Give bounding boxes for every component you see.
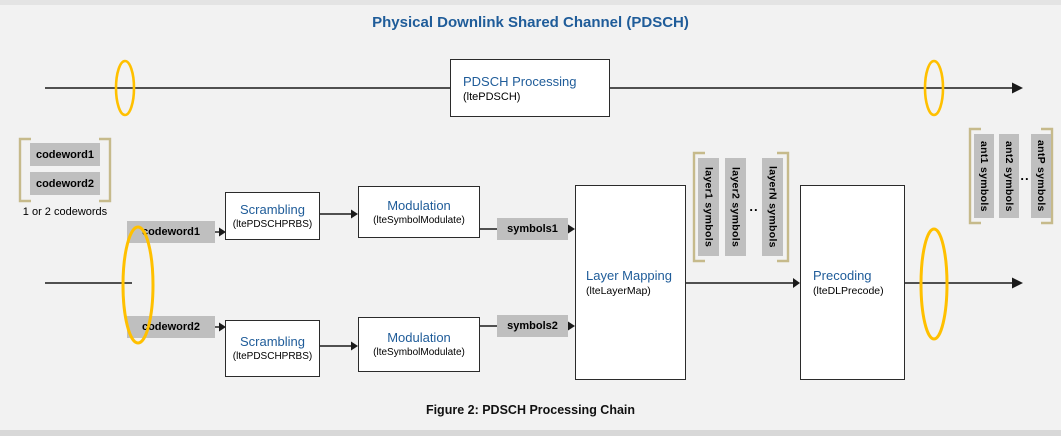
pdsch-processing-box: PDSCH Processing (ltePDSCH) — [450, 59, 610, 117]
precoding-label: Precoding — [813, 268, 872, 283]
layer-mapping-function: (lteLayerMap) — [586, 285, 651, 297]
modulation-1-function: (lteSymbolModulate) — [373, 214, 465, 226]
scrambling-1-label: Scrambling — [239, 201, 306, 217]
modulation-box-1: Modulation (lteSymbolModulate) — [358, 186, 480, 238]
modulation-1-label: Modulation — [387, 197, 451, 213]
codeword2-label: codeword2 — [127, 316, 215, 338]
page-title: Physical Downlink Shared Channel (PDSCH) — [372, 14, 689, 31]
highlight-ellipse-top-output — [923, 59, 945, 117]
layer-symbols-ellipsis: .. — [749, 199, 759, 214]
scrambling-2-function: (ltePDSCHPRBS) — [232, 351, 313, 362]
precoding-function: (lteDLPrecode) — [813, 285, 884, 297]
highlight-ellipse-top-input — [114, 59, 136, 117]
pdsch-processing-function: (ltePDSCH) — [463, 90, 521, 103]
arrowhead-top-output — [1012, 82, 1023, 94]
ant1-symbols-box: ant1 symbols — [974, 134, 994, 218]
layer-mapping-label: Layer Mapping — [586, 268, 672, 283]
codeword-group-bracket-right — [99, 137, 112, 203]
layer2-symbols-box: layer2 symbols — [725, 158, 746, 256]
layer1-symbols-box: layer1 symbols — [698, 158, 719, 256]
layerN-symbols-box: layerN symbols — [762, 158, 783, 256]
figure-caption: Figure 2: PDSCH Processing Chain — [425, 403, 636, 417]
modulation-box-2: Modulation (lteSymbolModulate) — [358, 317, 480, 372]
symbols1-label: symbols1 — [497, 218, 568, 240]
scrambling-2-label: Scrambling — [239, 334, 306, 349]
modulation-2-function: (lteSymbolModulate) — [373, 347, 465, 358]
modulation-2-label: Modulation — [387, 330, 451, 345]
codeword-legend-item-2: codeword2 — [30, 172, 100, 195]
arrowhead-layermapping-precoding — [793, 278, 800, 288]
arrowhead-symbols2-layermapping — [568, 321, 575, 331]
arrowhead-symbols1-layermapping — [568, 224, 575, 234]
antenna-symbols-ellipsis: .. — [1020, 168, 1030, 183]
arrowhead-main-output — [1012, 277, 1023, 289]
codeword-count-note: 1 or 2 codewords — [22, 206, 108, 218]
scrambling-box-2: Scrambling (ltePDSCHPRBS) — [225, 320, 320, 377]
arrowhead-scrambling1-modulation1 — [351, 209, 358, 219]
scrambling-box-1: Scrambling (ltePDSCHPRBS) — [225, 192, 320, 240]
symbols2-label: symbols2 — [497, 315, 568, 337]
precoding-box: Precoding (lteDLPrecode) — [800, 185, 905, 380]
antP-symbols-box: antP symbols — [1031, 134, 1051, 218]
codeword-legend-item-1: codeword1 — [30, 143, 100, 166]
scrambling-1-function: (ltePDSCHPRBS) — [232, 218, 313, 230]
highlight-ellipse-main-output — [919, 227, 949, 341]
ant2-symbols-box: ant2 symbols — [999, 134, 1019, 218]
window-edge-top — [0, 0, 1061, 5]
window-edge-bottom — [0, 430, 1061, 436]
codeword1-label: codeword1 — [127, 221, 215, 243]
layer-mapping-box: Layer Mapping (lteLayerMap) — [575, 185, 686, 380]
pdsch-processing-label: PDSCH Processing — [463, 73, 577, 89]
arrowhead-scrambling2-modulation2 — [351, 341, 358, 351]
